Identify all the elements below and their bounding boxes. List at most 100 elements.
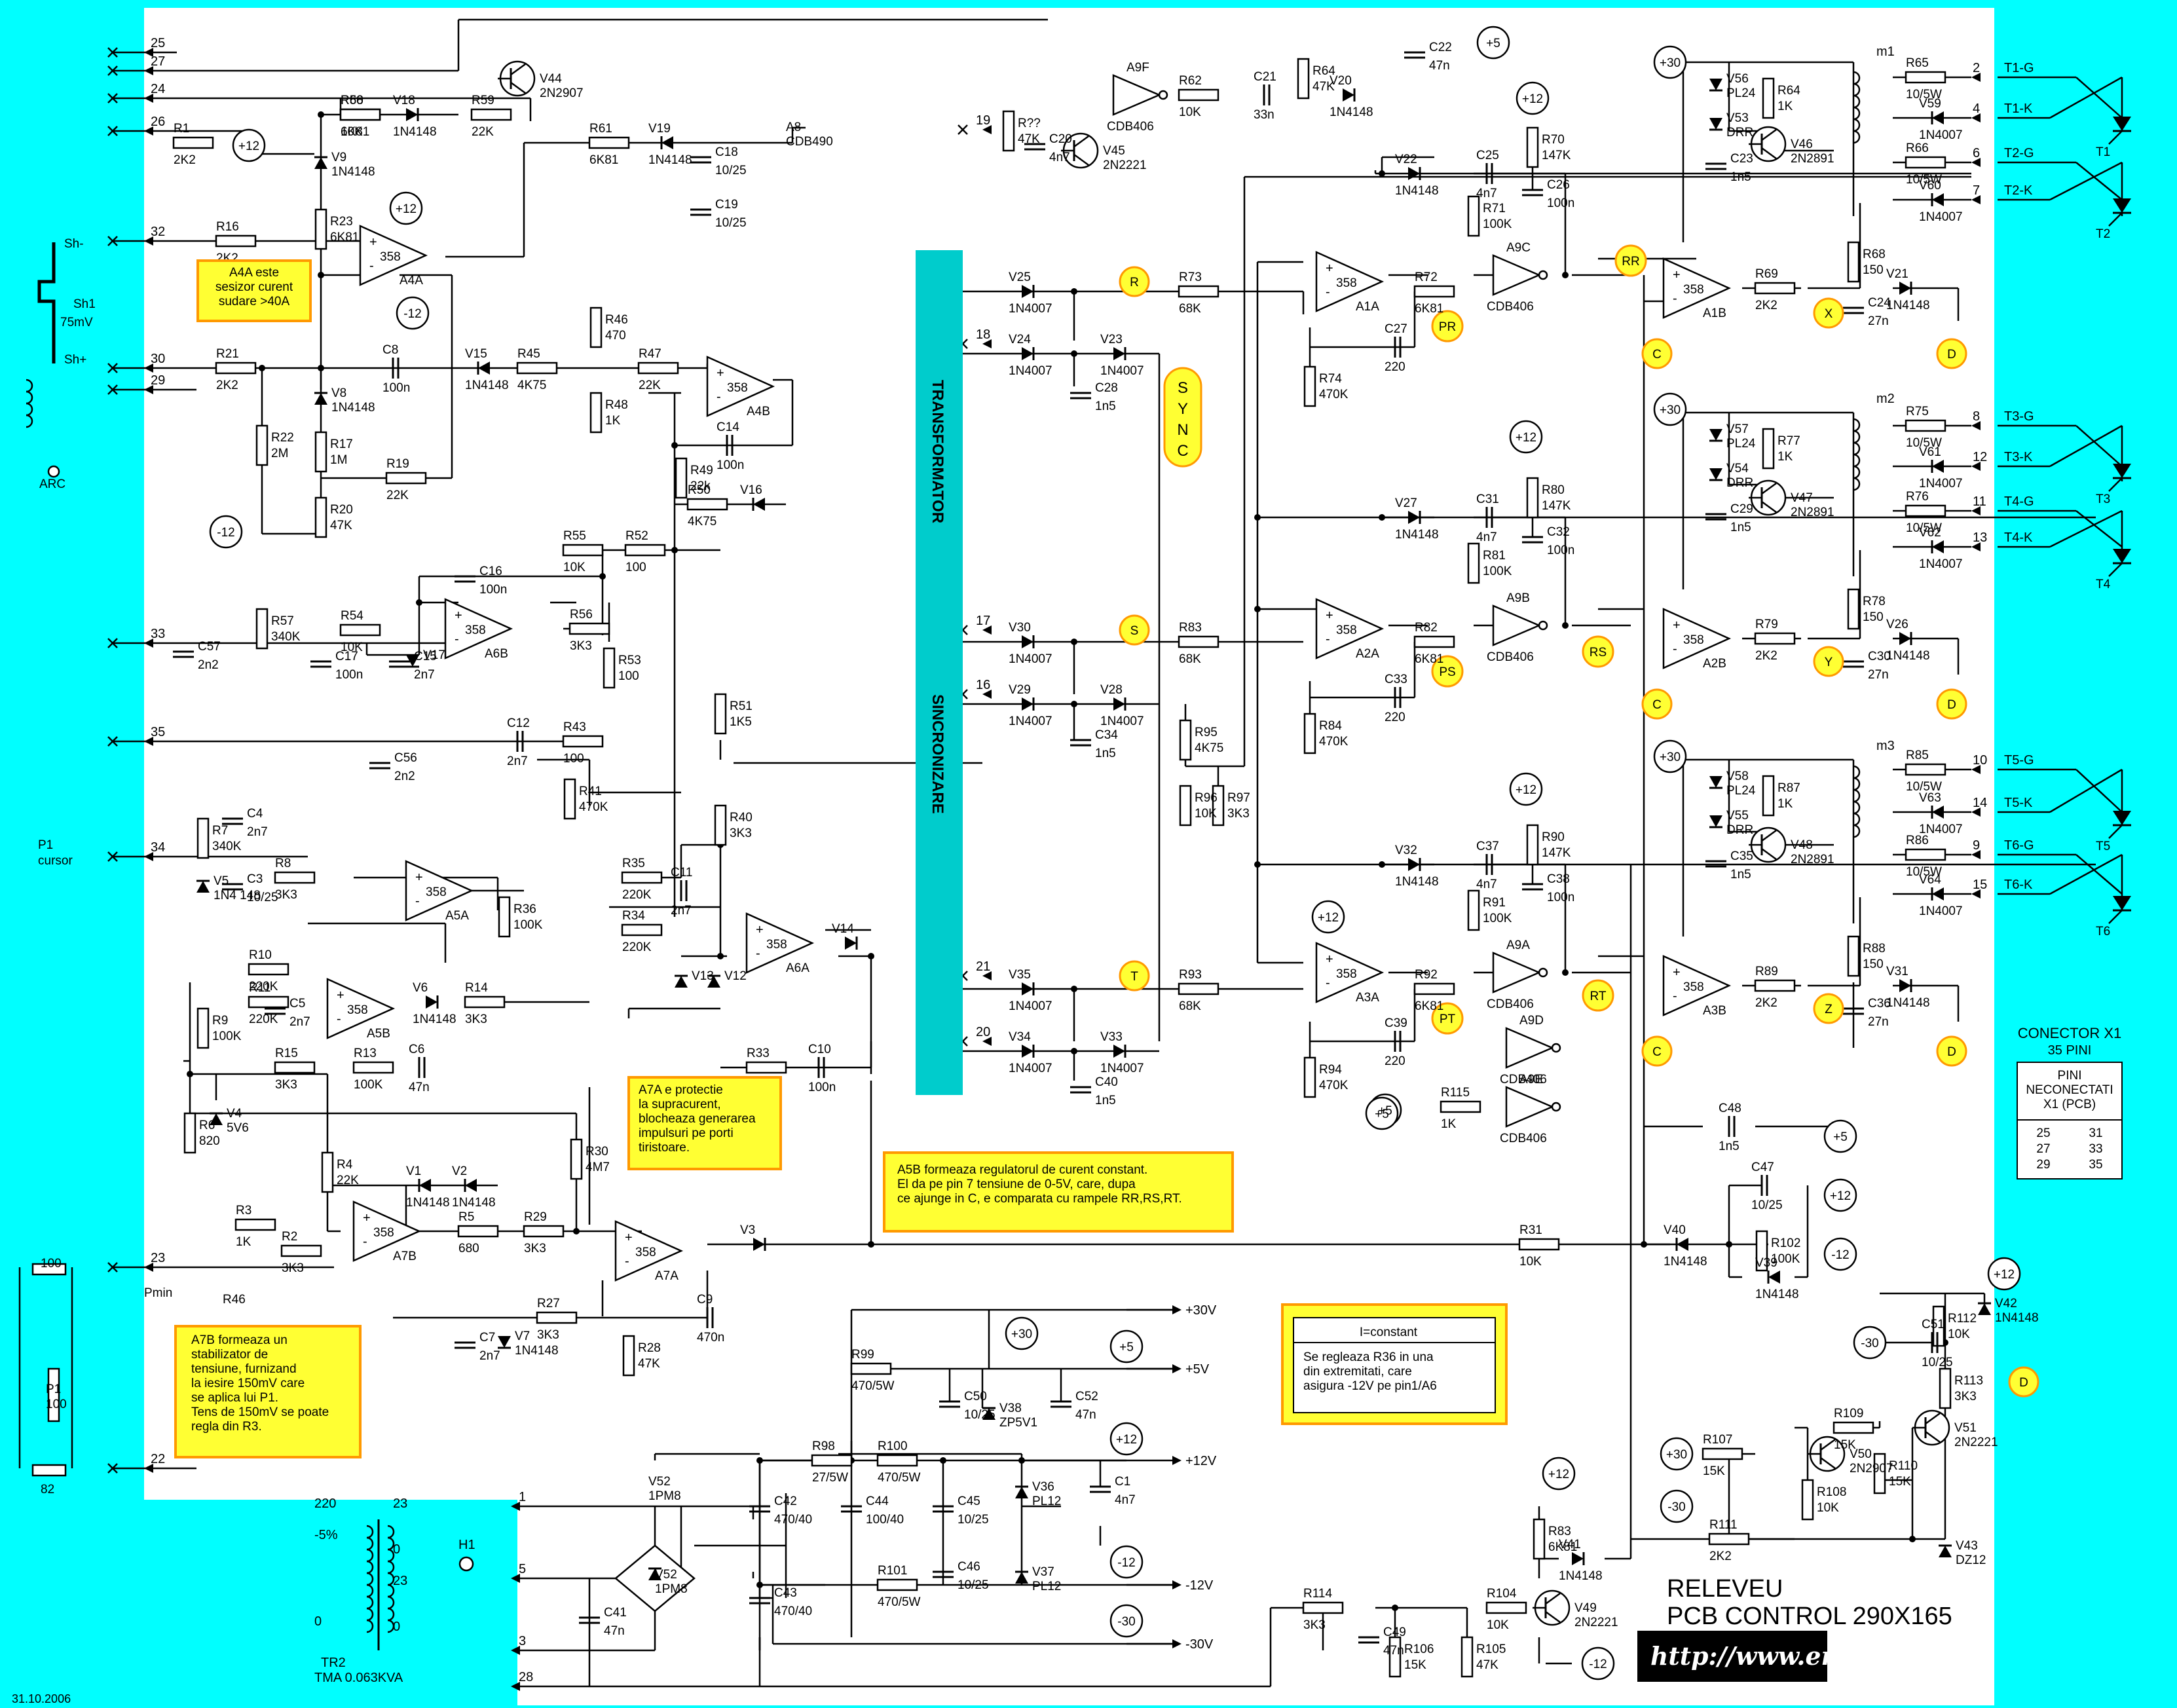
svg-text:-30: -30 <box>1117 1615 1135 1629</box>
component-ref: R14 <box>465 981 488 995</box>
opamp <box>1315 598 1385 659</box>
resistor <box>1179 719 1192 761</box>
diode <box>707 976 720 988</box>
component-ref: C41 <box>604 1606 627 1620</box>
signal-marker <box>1431 310 1464 343</box>
component-ref: R50 <box>688 483 711 497</box>
component-ref: A8 <box>786 121 801 134</box>
resistor <box>314 496 327 538</box>
svg-text:D: D <box>2019 1376 2028 1390</box>
svg-text:+12: +12 <box>1522 92 1543 106</box>
resistor <box>339 108 381 121</box>
component-ref: V31 <box>1886 965 1908 978</box>
component-ref: C33 <box>1385 673 1407 686</box>
component-value: 2N2221 <box>1103 158 1147 172</box>
resistor <box>385 472 427 485</box>
svg-text:T2-K: T2-K <box>2004 183 2033 198</box>
component-ref: R95 <box>1195 726 1218 739</box>
connector-arrow <box>1971 113 1981 122</box>
svg-text:+: + <box>1673 965 1681 980</box>
component-value: 4n7 <box>1476 530 1497 544</box>
power-rail-symbol <box>1109 1604 1144 1638</box>
diode <box>1022 347 1033 360</box>
component-ref: R64 <box>1777 84 1800 98</box>
component-ref: R40 <box>730 811 753 825</box>
component-value: 1N4007 <box>1919 904 1963 918</box>
power-rail-symbol <box>1109 1329 1144 1364</box>
component-ref: R16 <box>216 220 239 234</box>
component-value: 3K3 <box>1227 807 1250 821</box>
component-value: 820 <box>199 1134 220 1148</box>
component-value: 100n <box>1547 196 1574 210</box>
component-ref: V4 <box>227 1107 242 1121</box>
component-ref: C19 <box>715 198 738 212</box>
svg-text:-5%: -5% <box>314 1528 338 1542</box>
component-ref: R2 <box>282 1230 297 1244</box>
svg-text:T4-K: T4-K <box>2004 530 2033 545</box>
svg-text:21: 21 <box>976 959 990 974</box>
svg-text:A4B: A4B <box>747 405 770 418</box>
resistor <box>1754 632 1796 645</box>
resistor <box>1762 77 1775 119</box>
resistor <box>1905 763 1946 776</box>
resistor <box>248 963 289 976</box>
diode <box>1113 347 1125 360</box>
component-value: 2M <box>271 447 288 460</box>
component-ref: V5 <box>214 874 229 888</box>
component-value: 10/5W <box>1906 88 1942 102</box>
svg-text:A9C: A9C <box>1506 241 1531 255</box>
diode <box>314 393 327 405</box>
power-rail-symbol <box>1660 1489 1694 1523</box>
component-value: 470/5W <box>851 1379 895 1393</box>
svg-text:0: 0 <box>314 1614 322 1629</box>
component-value: 10/25 <box>958 1513 989 1527</box>
svg-text:-12: -12 <box>1117 1556 1135 1570</box>
svg-text:T2: T2 <box>2096 227 2110 241</box>
resistor <box>1754 979 1796 992</box>
svg-text:C: C <box>1652 1045 1662 1059</box>
resistor <box>1178 88 1219 102</box>
component-value: 15K <box>1703 1464 1725 1478</box>
component-value: 220K <box>622 940 652 954</box>
svg-text:m2: m2 <box>1876 392 1895 406</box>
component-ref: R102 <box>1771 1236 1800 1250</box>
component-value: 1N4148 <box>1330 105 1373 119</box>
component-ref: R83 <box>1179 621 1202 635</box>
svg-text:Sh1: Sh1 <box>73 297 96 311</box>
svg-text:7: 7 <box>1973 183 1980 198</box>
component-ref: R99 <box>851 1348 874 1362</box>
thyristor <box>2113 549 2131 563</box>
svg-text:33: 33 <box>151 627 165 641</box>
component-ref: V21 <box>1886 267 1908 281</box>
component-value: 1N4007 <box>1009 302 1052 316</box>
resistor <box>274 871 316 884</box>
component-ref: V56 <box>1726 72 1749 86</box>
svg-text:A6B: A6B <box>485 647 508 661</box>
resistor <box>563 778 576 820</box>
svg-text:Y: Y <box>1825 656 1833 669</box>
svg-text:358: 358 <box>1336 967 1357 981</box>
svg-text:+5: +5 <box>1375 1107 1389 1121</box>
component-ref: R49 <box>690 464 713 477</box>
signal-marker <box>1813 646 1844 677</box>
svg-text:23: 23 <box>393 1574 407 1588</box>
resistor <box>523 1225 565 1238</box>
coil <box>387 1619 395 1633</box>
svg-text:+30: +30 <box>1660 403 1681 417</box>
component-ref: R56 <box>570 608 593 622</box>
connector-label: CONECTOR X1 <box>2018 1025 2122 1041</box>
svg-text:358: 358 <box>1336 276 1357 290</box>
component-value: 3K3 <box>537 1328 559 1342</box>
component-ref: R36 <box>513 902 536 916</box>
svg-text:82: 82 <box>41 1483 54 1496</box>
svg-text:+: + <box>625 1231 633 1245</box>
component-ref: R85 <box>1906 749 1929 762</box>
component-ref: C49 <box>1383 1625 1406 1639</box>
component-ref: R3 <box>236 1204 251 1217</box>
component-value: 15K <box>1404 1658 1426 1672</box>
connector-arrow <box>1971 158 1981 167</box>
svg-text:-: - <box>1326 632 1330 646</box>
power-rail-symbol <box>1005 1316 1039 1350</box>
component-ref: R83 <box>1548 1525 1571 1538</box>
